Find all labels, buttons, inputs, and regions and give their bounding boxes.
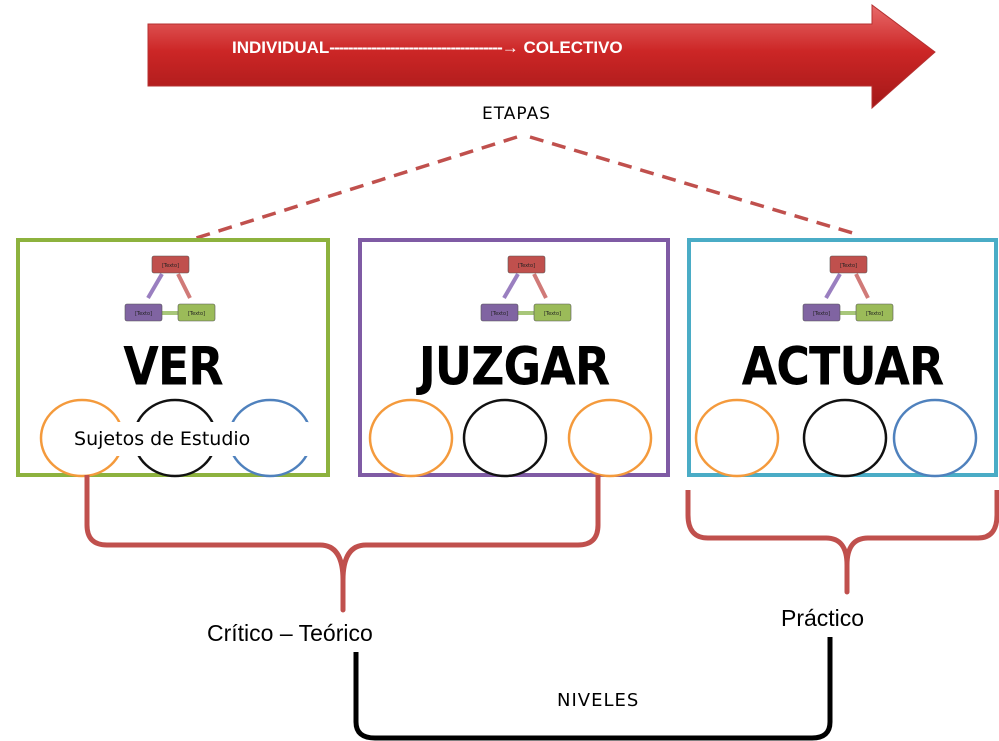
stage-circle — [567, 398, 653, 478]
etapas-line-left — [189, 135, 518, 242]
mini-diagram-icon: [Texto] [Texto] [Texto] — [124, 255, 216, 322]
mini-box-label: [Texto] — [162, 263, 179, 269]
arrow-dashes: ------------------------------------- — [329, 38, 502, 57]
mini-box-right — [177, 303, 216, 322]
stage-title-actuar: ACTUAR — [741, 335, 945, 398]
mini-box-label: [Texto] — [544, 311, 561, 317]
mini-arrow — [146, 272, 164, 300]
etapas-line-right — [529, 135, 857, 236]
mini-box-label: [Texto] — [135, 311, 152, 317]
mini-box-left — [124, 303, 163, 322]
mini-arrow — [176, 273, 192, 299]
mini-box-label: [Texto] — [840, 263, 857, 269]
arrow-label: INDIVIDUAL------------------------------… — [232, 38, 623, 58]
stage-circle — [462, 398, 548, 478]
stage-circle — [892, 398, 978, 478]
level-critico-teorico: Crítico – Teórico — [207, 620, 373, 646]
niveles-label: NIVELES — [557, 690, 640, 711]
arrow-head-glyph: → — [501, 38, 519, 57]
sujetos-de-estudio-label: Sujetos de Estudio — [68, 422, 313, 456]
mini-box-top — [507, 255, 546, 274]
mini-arrow — [854, 273, 870, 299]
stage-title-juzgar: JUZGAR — [418, 335, 611, 398]
niveles-bracket — [353, 637, 833, 741]
mini-arrow — [532, 273, 548, 299]
level-practico: Práctico — [781, 605, 865, 631]
mini-box-label: [Texto] — [491, 311, 508, 317]
brace-practico — [685, 490, 999, 595]
mini-box-label: [Texto] — [188, 311, 205, 317]
mini-diagram-icon: [Texto] [Texto] [Texto] — [802, 255, 894, 322]
brace-critico-teorico — [84, 475, 601, 613]
process-arrow — [147, 4, 936, 110]
mini-box-label: [Texto] — [866, 311, 883, 317]
mini-diagram-icon: [Texto] [Texto] [Texto] — [480, 255, 572, 322]
sujetos-text: Sujetos de Estudio — [74, 428, 251, 450]
stage-circle — [802, 398, 888, 478]
mini-arrow — [502, 272, 520, 300]
stage-circle — [694, 398, 780, 478]
mini-box-label: [Texto] — [813, 311, 830, 317]
mini-box-label: [Texto] — [518, 263, 535, 269]
mini-box-left — [802, 303, 841, 322]
mini-box-left — [480, 303, 519, 322]
mini-box-right — [533, 303, 572, 322]
arrow-end-label: COLECTIVO — [523, 38, 623, 57]
mini-box-top — [151, 255, 190, 274]
etapas-label: ETAPAS — [482, 104, 552, 124]
mini-box-top — [829, 255, 868, 274]
mini-arrow — [824, 272, 842, 300]
arrow-start-label: INDIVIDUAL — [232, 38, 330, 57]
stage-circle — [368, 398, 454, 478]
stage-title-ver: VER — [123, 335, 223, 398]
mini-box-right — [855, 303, 894, 322]
